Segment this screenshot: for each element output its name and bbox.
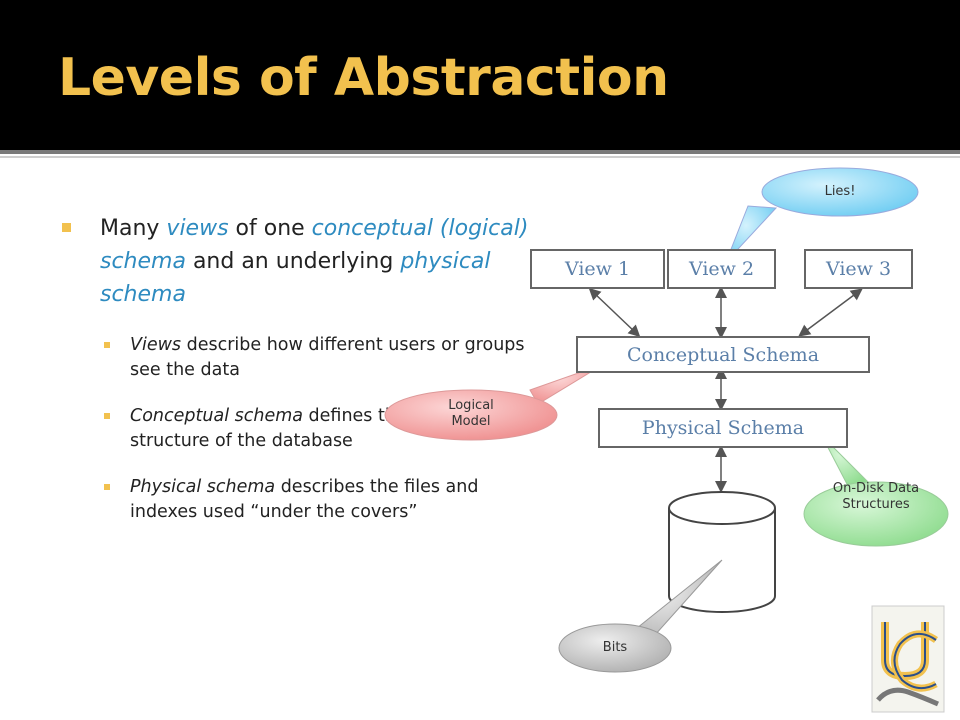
bullet-list: Many views of one conceptual (logical) s… — [62, 212, 532, 545]
sub-bullet-term: Conceptual schema — [130, 405, 303, 426]
main-bullet: Many views of one conceptual (logical) s… — [62, 212, 532, 311]
callout-logical-model-text: Logical Model — [448, 398, 494, 430]
physical-schema-box: Physical Schema — [598, 408, 848, 448]
callout-bits-bubble — [558, 559, 723, 673]
arrow-view1-conceptual — [588, 287, 641, 338]
callout-on-disk-text: On-Disk Data Structures — [832, 481, 920, 513]
view-2-box: View 2 — [667, 249, 776, 289]
arrow-view3-conceptual — [798, 288, 863, 337]
callout-bits-text: Bits — [602, 640, 628, 655]
uc-anteater-logo-icon — [871, 605, 945, 713]
sub-bullet-term: Physical schema — [130, 476, 276, 497]
sub-bullet-views: Views describe how different users or gr… — [104, 333, 532, 384]
title-divider-light — [0, 156, 960, 158]
main-bullet-views: views — [166, 216, 229, 241]
sub-bullet-text: describes the files and indexes used “un… — [130, 476, 479, 522]
title-bar — [0, 0, 960, 150]
bullet-square-icon — [62, 223, 71, 232]
main-bullet-text-5: and an underlying — [185, 249, 401, 274]
sub-bullet-physical: Physical schema describes the files and … — [104, 475, 532, 526]
view-1-box: View 1 — [530, 249, 665, 289]
sub-bullet-term: Views — [130, 335, 182, 355]
slide-title: Levels of Abstraction — [58, 48, 669, 108]
callout-lies-text: Lies! — [824, 184, 856, 199]
main-bullet-conceptual: conceptual (logical) schema — [100, 216, 529, 274]
main-bullet-text-3: of one — [228, 216, 312, 241]
conceptual-schema-box: Conceptual Schema — [576, 336, 870, 373]
sub-bullet-square-icon — [104, 412, 110, 419]
sub-bullet-square-icon — [104, 342, 110, 348]
main-bullet-text-1: Many — [100, 216, 167, 241]
view-3-box: View 3 — [804, 249, 913, 289]
title-divider — [0, 150, 960, 154]
sub-bullet-square-icon — [104, 483, 110, 490]
callout-lies-bubble — [725, 167, 919, 263]
callout-logical-model-bubble — [384, 363, 605, 441]
sub-bullet-text: describe how different users or groups s… — [130, 335, 525, 381]
callout-on-disk-bubble — [803, 435, 949, 547]
main-bullet-physical: physical schema — [100, 249, 491, 307]
